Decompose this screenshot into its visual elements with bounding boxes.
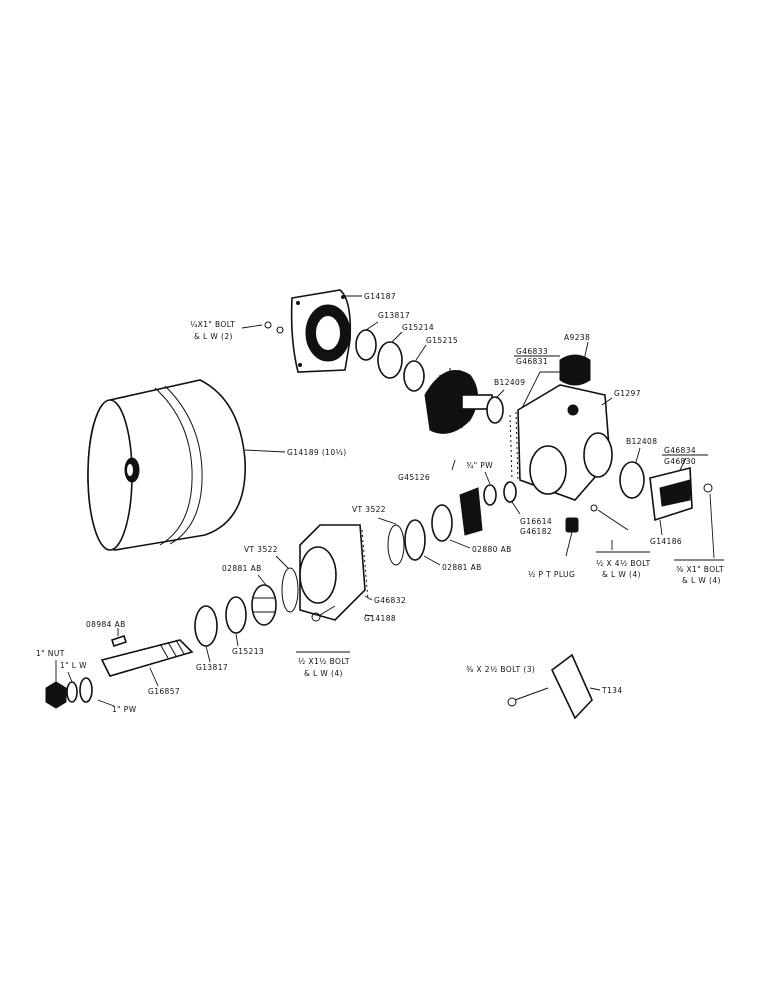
- label-g46832: G46832: [374, 596, 406, 605]
- label-g46834: G46834: [664, 446, 696, 455]
- bolt-half-x-1-half: [311, 605, 336, 622]
- label-g16857: G16857: [148, 687, 180, 696]
- label-g46833: G46833: [516, 347, 548, 356]
- label-g46830: G46830: [664, 457, 696, 466]
- label-lw-4-b: & L W (4): [682, 576, 721, 585]
- label-08984ab: 08984 AB: [86, 620, 126, 629]
- leader-lines: [55, 295, 724, 707]
- bearing-02880ab: [431, 504, 453, 542]
- label-g15214: G15214: [402, 323, 434, 332]
- bearing-b12408: [619, 461, 645, 499]
- label-bolt-half-4: ½ X 4½ BOLT: [596, 559, 651, 568]
- lower-housing-g14188: [299, 524, 369, 621]
- label-g13817-low: G13817: [196, 663, 228, 672]
- label-b12409: B12409: [494, 378, 525, 387]
- breather-cap-a9238: [559, 354, 591, 386]
- shaft-g16857: [100, 639, 194, 677]
- bearing-02881ab-left: [251, 584, 277, 626]
- bearing-b12409: [486, 396, 504, 424]
- snap-ring-vt3522-left: [281, 567, 299, 613]
- plain-washer-1-inch: [79, 677, 93, 703]
- label-g15215: G15215: [426, 336, 458, 345]
- label-02880ab: 02880 AB: [472, 545, 512, 554]
- label-lw-2: & L W (2): [194, 332, 233, 341]
- bearing-cone-g15215: [403, 360, 425, 392]
- small-bolts-top: [264, 321, 284, 334]
- label-g14189: G14189 (10⅓): [287, 448, 347, 457]
- label-a9238: A9238: [564, 333, 590, 342]
- label-02881ab-left: 02881 AB: [222, 564, 262, 573]
- pt-plug: [565, 517, 579, 533]
- snap-ring-vt3522-top: [387, 524, 405, 566]
- label-bolt-half-1: ½ X1½ BOLT: [298, 657, 350, 666]
- top-flange-housing: [290, 289, 352, 373]
- pulley-drum: [87, 379, 246, 551]
- label-g45126: G45126: [398, 473, 430, 482]
- label-lw-4-a: & L W (4): [602, 570, 641, 579]
- seal-ring-g13817-top: [355, 329, 377, 361]
- label-g14188: G14188: [364, 614, 396, 623]
- label-vt3522-left: VT 3522: [244, 545, 278, 554]
- cover-t134: [550, 653, 593, 720]
- part-labels: G14187 ¼X1" BOLT & L W (2) G13817 G15214…: [36, 292, 724, 714]
- gasket-g46834: [659, 479, 691, 507]
- label-g46182: G46182: [520, 527, 552, 536]
- label-bolt-3-8: ⅜ X1" BOLT: [676, 565, 724, 574]
- label-g14186: G14186: [650, 537, 682, 546]
- washer-three-quarter-pw: [483, 484, 497, 506]
- label-lw-4-c: & L W (4): [304, 669, 343, 678]
- lock-washer-1-inch: [66, 681, 78, 703]
- bevel-gear-g45126: [424, 367, 493, 434]
- label-g1297: G1297: [614, 389, 641, 398]
- bearing-02881ab-mid: [404, 519, 426, 561]
- bearing-cup-g15214: [377, 341, 403, 379]
- pinion-gear-g16614: [459, 487, 483, 536]
- label-vt3522-top: VT 3522: [352, 505, 386, 514]
- label-02881ab-mid: 02881 AB: [442, 563, 482, 572]
- key-08984ab: [110, 634, 128, 648]
- nut-1-inch: [45, 681, 67, 709]
- label-pt-plug: ½ P T PLUG: [528, 570, 575, 579]
- label-nut: 1" NUT: [36, 649, 65, 658]
- label-g15213: G15213: [232, 647, 264, 656]
- gear-case-housing: [509, 384, 613, 501]
- bearing-cup-g15213: [225, 596, 247, 634]
- seal-ring-g13817-low: [194, 605, 218, 647]
- label-t134: T134: [601, 686, 623, 695]
- label-bolt-3-8-2: ⅜ X 2½ BOLT (3): [466, 665, 535, 674]
- label-b12408: B12408: [626, 437, 657, 446]
- bolt-3-8-x-2-half: [507, 687, 549, 707]
- label-bolt-quarter: ¼X1" BOLT: [190, 320, 235, 329]
- bolt-half-x-4-half: [590, 504, 629, 531]
- label-g13817-top: G13817: [378, 311, 410, 320]
- bolt-3-8: [703, 483, 713, 493]
- label-pw-three-quarter: ¾" PW: [466, 461, 493, 470]
- washer-g46182: [503, 481, 517, 503]
- label-g16614: G16614: [520, 517, 552, 526]
- label-g14187: G14187: [364, 292, 396, 301]
- label-lw-1: 1" L W: [60, 661, 87, 670]
- label-g46831: G46831: [516, 357, 548, 366]
- label-pw-1: 1" PW: [112, 705, 137, 714]
